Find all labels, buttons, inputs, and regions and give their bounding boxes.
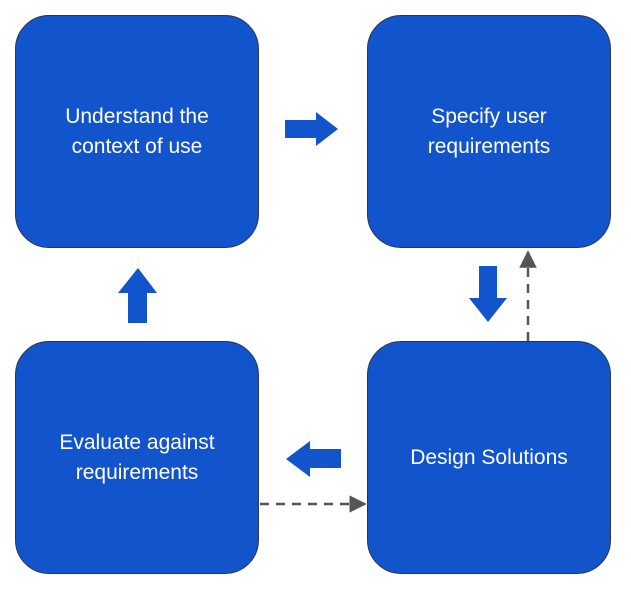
box-understand-context-label: Understand the context of use xyxy=(65,104,209,158)
box-evaluate-requirements: Evaluate against requirements xyxy=(15,341,259,574)
box-understand-context: Understand the context of use xyxy=(15,15,259,248)
box-design-solutions: Design Solutions xyxy=(367,341,611,574)
arrow-down-icon xyxy=(469,266,507,322)
arrow-up-icon xyxy=(118,268,157,323)
box-design-solutions-label: Design Solutions xyxy=(410,445,568,469)
arrow-left-icon xyxy=(286,441,341,477)
arrow-right-icon xyxy=(285,112,338,146)
box-specify-requirements-label: Specify user requirements xyxy=(427,104,551,158)
box-specify-requirements: Specify user requirements xyxy=(367,15,611,248)
box-evaluate-requirements-label: Evaluate against requirements xyxy=(59,430,215,484)
